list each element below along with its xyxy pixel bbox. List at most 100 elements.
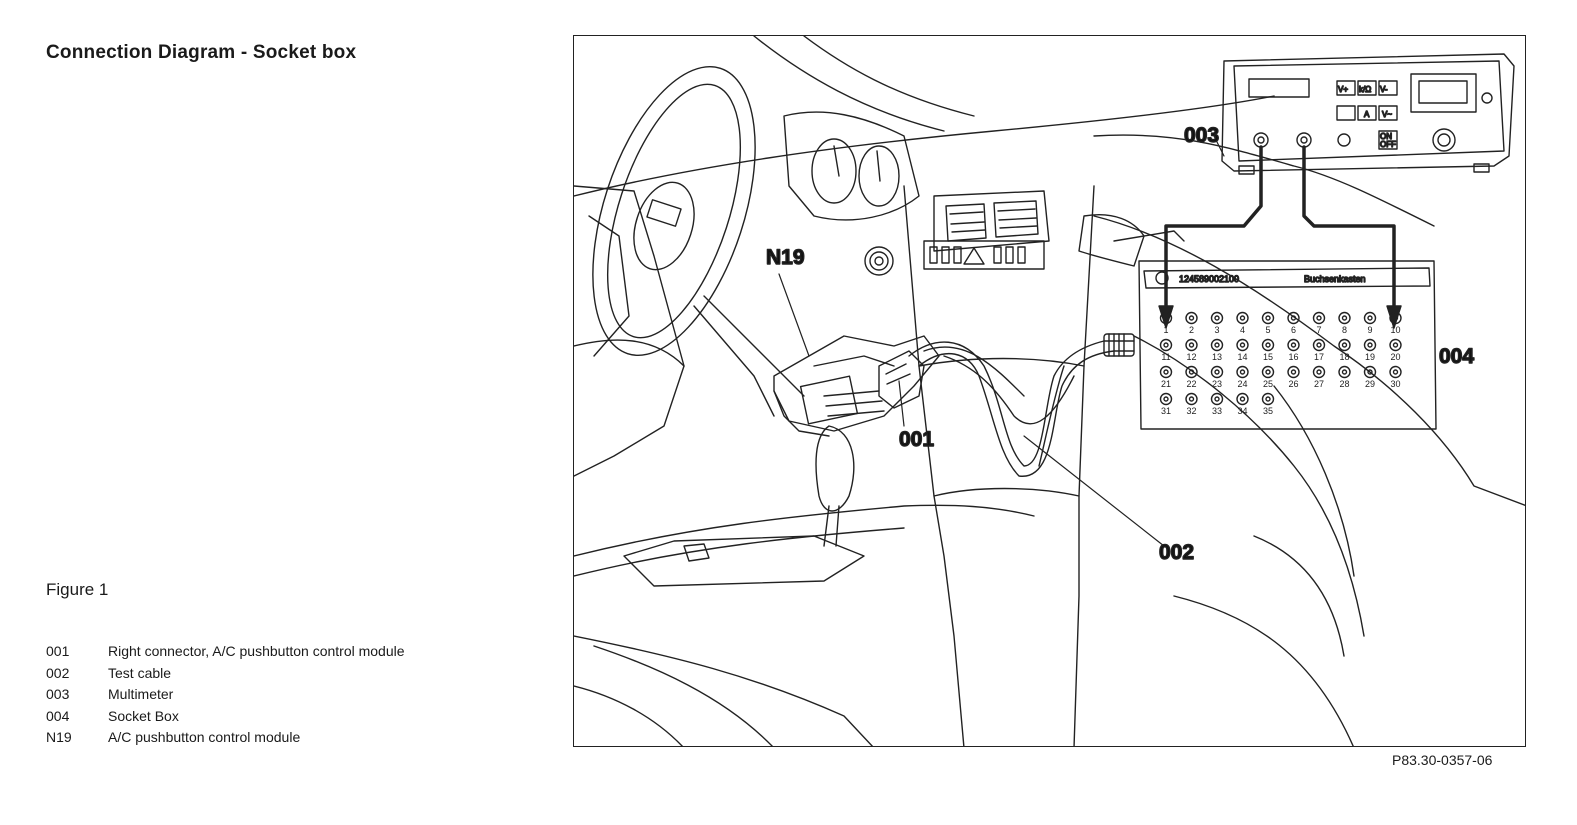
socket-number: 20 [1390, 352, 1400, 362]
socket-jack-center [1290, 315, 1297, 321]
socket-jack-center [1367, 369, 1373, 375]
socket-jack [1261, 338, 1275, 352]
socket-jack-center [1316, 342, 1322, 348]
socket-box [1138, 260, 1437, 430]
socket-jack-center [1188, 315, 1195, 321]
socket-jack [1312, 338, 1326, 352]
socket-number: 26 [1288, 379, 1298, 389]
socket-jack [1210, 365, 1224, 379]
socket-jack-center [1392, 315, 1399, 321]
socket-jack-center [1367, 315, 1373, 321]
socket-jack [1185, 311, 1198, 325]
socket-number: 25 [1263, 379, 1273, 389]
socket-number: 2 [1189, 325, 1194, 335]
socket-number: 29 [1365, 379, 1375, 389]
socket-jack-center [1341, 315, 1348, 321]
socket-jack-center [1265, 369, 1271, 375]
socket-jack-center [1290, 342, 1297, 348]
callout-002: 002 [1159, 541, 1194, 564]
socket-jack [1159, 392, 1173, 406]
socket-jack [1287, 365, 1300, 379]
socket-jack [1236, 338, 1249, 352]
socket-jack [1210, 311, 1224, 325]
socket-jack [1261, 392, 1275, 406]
svg-text:k/Ω: k/Ω [1359, 85, 1371, 94]
socket-jack-center [1163, 369, 1169, 375]
socket-number: 8 [1342, 325, 1347, 335]
svg-text:V~: V~ [1382, 110, 1392, 119]
callout-leaders [778, 135, 1225, 547]
socket-jack-center [1316, 315, 1322, 321]
socket-jack [1363, 338, 1377, 352]
callout-n19: N19 [766, 246, 805, 269]
socket-jack [1312, 311, 1326, 325]
socket-number: 11 [1161, 352, 1170, 362]
socket-jack-center [1239, 315, 1246, 321]
socket-number: 13 [1212, 352, 1222, 362]
callout-004: 004 [1439, 345, 1474, 368]
socket-jack [1210, 338, 1224, 352]
socket-jack-center [1265, 315, 1271, 321]
socket-jack-center [1214, 342, 1220, 348]
svg-text:V+: V+ [1338, 85, 1348, 94]
figure-label: Figure 1 [46, 580, 109, 599]
socket-number: 21 [1161, 379, 1171, 389]
socket-number: 12 [1186, 352, 1196, 362]
socket-jack-center [1265, 342, 1271, 348]
socket-jack-center [1214, 315, 1220, 321]
socket-jack [1338, 311, 1351, 325]
socket-jack [1159, 338, 1173, 352]
socket-number: 31 [1161, 406, 1171, 416]
legend-item: 004 Socket Box [46, 706, 405, 728]
socket-jack-center [1239, 342, 1246, 348]
socket-jack-center [1188, 342, 1195, 348]
measurement-leads [1164, 145, 1396, 308]
legend-item: N19 A/C pushbutton control module [46, 727, 405, 749]
legend-code: 004 [46, 707, 70, 724]
page-title: Connection Diagram - Socket box [46, 42, 357, 63]
socket-jack-center [1214, 396, 1220, 402]
socket-number: 5 [1265, 325, 1270, 335]
socket-number: 17 [1314, 352, 1324, 362]
legend-item: 002 Test cable [46, 663, 405, 685]
socket-number: 32 [1186, 406, 1196, 416]
socket-jack [1185, 365, 1198, 379]
socket-jack [1185, 338, 1198, 352]
socket-jack-center [1392, 342, 1399, 348]
socket-number: 27 [1314, 379, 1324, 389]
socket-number: 3 [1214, 325, 1219, 335]
car-interior-drawing [574, 36, 1525, 746]
socket-jack [1159, 311, 1173, 325]
socket-number: 4 [1240, 325, 1245, 335]
socket-number: 23 [1212, 379, 1222, 389]
socket-number: 22 [1186, 379, 1196, 389]
socket-jack [1363, 311, 1377, 325]
socket-jack [1236, 365, 1249, 379]
svg-text:OFF: OFF [1380, 140, 1396, 149]
legend-code: 003 [46, 686, 70, 702]
socket-number: 14 [1237, 352, 1247, 362]
socket-jack-center [1341, 342, 1348, 348]
socket-jack-center [1188, 369, 1195, 375]
socket-number: 24 [1237, 379, 1247, 389]
lead-arrow-left [1158, 305, 1174, 329]
socket-jack [1287, 338, 1300, 352]
socket-jack-center [1239, 396, 1246, 402]
socket-jack [1185, 392, 1198, 406]
socket-jack [1338, 365, 1351, 379]
legend-code: 002 [46, 664, 70, 681]
legend-text: Right connector, A/C pushbutton control … [108, 643, 405, 659]
socket-jack [1210, 392, 1224, 406]
socket-jack-center [1316, 369, 1322, 375]
socket-jack-center [1188, 396, 1195, 402]
socket-jack-center [1163, 396, 1169, 402]
legend-text: A/C pushbutton control module [108, 729, 301, 745]
legend-item: 003 Multimeter [46, 684, 405, 706]
socket-jack-center [1163, 342, 1169, 348]
socket-jack-center [1214, 369, 1220, 375]
socket-jack [1159, 365, 1173, 379]
